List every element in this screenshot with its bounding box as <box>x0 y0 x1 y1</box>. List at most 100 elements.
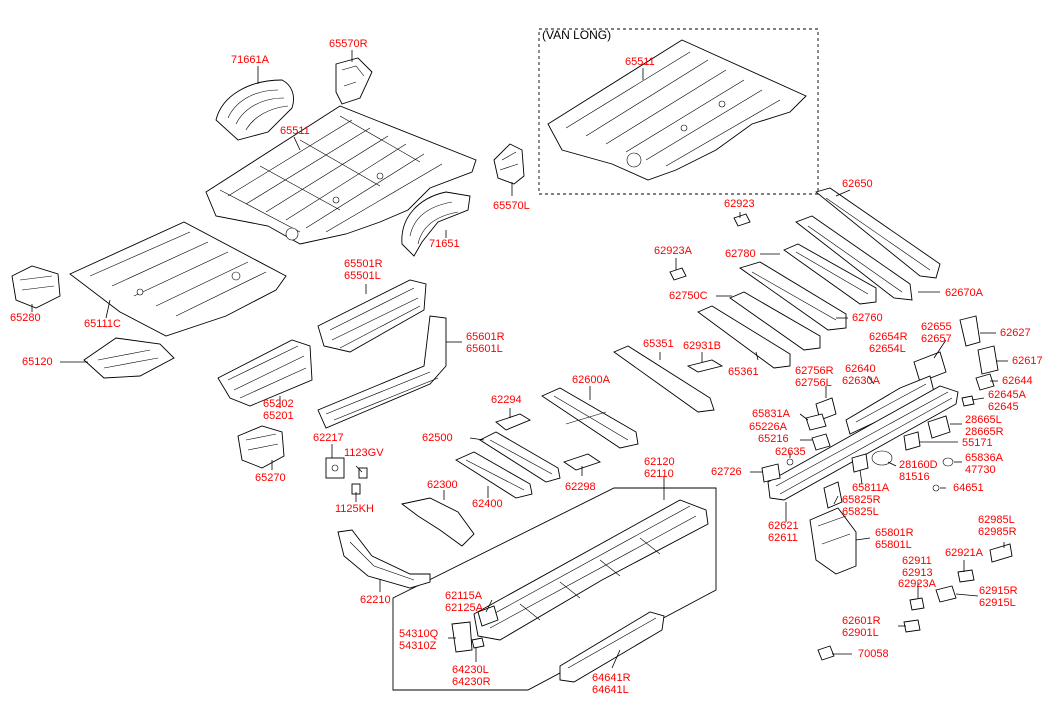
part-65216-bracket[interactable] <box>811 433 831 451</box>
part-65570L-bracket[interactable] <box>493 143 525 185</box>
part-62627-bracket[interactable] <box>959 315 981 347</box>
part-62601R-bracket[interactable] <box>903 619 921 633</box>
part-65361-rail[interactable] <box>697 305 791 369</box>
label-65836A[interactable]: 65836A <box>965 452 1003 464</box>
label-62915L[interactable]: 62915L <box>979 597 1016 609</box>
part-62635-clip[interactable] <box>786 458 794 466</box>
part-28665-bracket[interactable] <box>927 415 951 439</box>
label-62645[interactable]: 62645 <box>988 401 1019 413</box>
part-62298-bracket[interactable] <box>562 453 602 471</box>
label-62756L[interactable]: 62756L <box>795 377 832 389</box>
part-62923A-clip[interactable] <box>669 267 687 281</box>
label-65201[interactable]: 65201 <box>263 410 294 422</box>
label-65801R[interactable]: 65801R <box>875 527 914 539</box>
part-65811A-bracket[interactable] <box>851 453 869 473</box>
part-62923A-bracket[interactable] <box>909 597 925 611</box>
label-65570R[interactable]: 65570R <box>329 38 368 50</box>
part-65836A-clip[interactable] <box>942 457 954 467</box>
part-62670A-member[interactable] <box>795 215 913 301</box>
part-62915-bracket[interactable] <box>935 585 957 603</box>
part-62645-clip[interactable] <box>961 395 975 407</box>
label-62120[interactable]: 62120 <box>644 456 675 468</box>
part-28160D-mount[interactable] <box>871 450 893 466</box>
label-62115A[interactable]: 62115A <box>445 590 483 602</box>
label-65280[interactable]: 65280 <box>10 312 41 324</box>
part-62931B-bracket[interactable] <box>686 359 724 373</box>
part-62115A-bracket[interactable] <box>477 605 499 627</box>
label-65831A[interactable]: 65831A <box>752 408 790 420</box>
label-62645A[interactable]: 62645A <box>988 389 1026 401</box>
label-62760[interactable]: 62760 <box>852 312 883 324</box>
part-65511-rear-floor[interactable] <box>205 105 477 245</box>
part-62726-bracket[interactable] <box>761 463 781 483</box>
label-28160D[interactable]: 28160D <box>899 459 938 471</box>
label-65801L[interactable]: 65801L <box>875 539 912 551</box>
label-65351[interactable]: 65351 <box>643 338 674 350</box>
label-62110[interactable]: 62110 <box>644 468 674 480</box>
label-62750C[interactable]: 62750C <box>669 290 708 302</box>
part-62780-member[interactable] <box>783 243 877 305</box>
label-65601R[interactable]: 65601R <box>466 331 505 343</box>
label-62621[interactable]: 62621 <box>768 520 799 532</box>
label-65601L[interactable]: 65601L <box>466 343 503 355</box>
part-65570R-bracket[interactable] <box>335 57 373 105</box>
part-62300-brace[interactable] <box>400 497 475 547</box>
label-62635[interactable]: 62635 <box>775 446 806 458</box>
label-62901L[interactable]: 62901L <box>842 627 879 639</box>
label-62644[interactable]: 62644 <box>1002 375 1033 387</box>
part-62644-bracket[interactable] <box>975 373 995 391</box>
part-55171-bracket[interactable] <box>903 431 921 451</box>
label-62125A[interactable]: 62125A <box>445 602 483 614</box>
label-62217[interactable]: 62217 <box>313 432 344 444</box>
label-62630A[interactable]: 62630A <box>842 375 880 387</box>
label-62601R[interactable]: 62601R <box>842 615 881 627</box>
label-62400[interactable]: 62400 <box>472 498 503 510</box>
label-1125KH[interactable]: 1125KH <box>335 503 374 515</box>
part-65501-side-member[interactable] <box>317 279 427 353</box>
label-62911[interactable]: 62911 <box>902 555 932 567</box>
label-81516[interactable]: 81516 <box>899 471 930 483</box>
part-62750C-member[interactable] <box>729 291 821 351</box>
part-62923-clip[interactable] <box>733 213 751 227</box>
label-62985L[interactable]: 62985L <box>978 514 1015 526</box>
label-62923[interactable]: 62923 <box>724 198 755 210</box>
part-71651-wheelhouse[interactable] <box>401 191 471 257</box>
part-70058-clip[interactable] <box>817 645 835 661</box>
label-65811A[interactable]: 65811A <box>852 482 890 494</box>
label-64651[interactable]: 64651 <box>953 482 984 494</box>
part-65120-front-floor[interactable] <box>83 337 175 379</box>
label-65511-van[interactable]: 65511 <box>625 56 655 68</box>
label-65825L[interactable]: 65825L <box>842 506 879 518</box>
label-65111C[interactable]: 65111C <box>84 318 121 330</box>
label-62657[interactable]: 62657 <box>921 333 952 345</box>
part-62650-member[interactable] <box>815 187 941 279</box>
label-64641R[interactable]: 64641R <box>592 672 631 684</box>
label-65570L[interactable]: 65570L <box>493 200 530 212</box>
label-62780[interactable]: 62780 <box>725 248 756 260</box>
part-62500-crossmember[interactable] <box>479 431 561 483</box>
part-71661A-wheelhouse[interactable] <box>215 79 294 141</box>
label-65270[interactable]: 65270 <box>255 472 286 484</box>
bolt-1123GV[interactable] <box>358 467 368 479</box>
label-62913[interactable]: 62913 <box>902 567 933 579</box>
label-62921A[interactable]: 62921A <box>945 547 983 559</box>
label-65511[interactable]: 65511 <box>280 125 310 137</box>
part-62617-bracket[interactable] <box>977 345 999 375</box>
label-65501R[interactable]: 65501R <box>344 258 383 270</box>
label-65120[interactable]: 65120 <box>22 356 53 368</box>
label-54310Z[interactable]: 54310Z <box>399 640 437 652</box>
label-62654L[interactable]: 62654L <box>869 343 906 355</box>
part-62600A-crossmember[interactable] <box>541 387 639 449</box>
part-65801-member[interactable] <box>809 507 857 575</box>
label-65226A[interactable]: 65226A <box>749 421 787 433</box>
label-62650[interactable]: 62650 <box>842 178 873 190</box>
label-62654R[interactable]: 62654R <box>869 331 908 343</box>
label-64230L[interactable]: 64230L <box>452 664 489 676</box>
label-62923A-bottom[interactable]: 62923A <box>898 578 936 590</box>
label-54310Q[interactable]: 54310Q <box>399 628 439 640</box>
label-62923A-top[interactable]: 62923A <box>654 245 692 257</box>
label-62300[interactable]: 62300 <box>427 479 458 491</box>
part-62921A-clip[interactable] <box>957 569 975 583</box>
part-62400-crossmember[interactable] <box>455 451 533 499</box>
label-62611[interactable]: 62611 <box>768 532 798 544</box>
